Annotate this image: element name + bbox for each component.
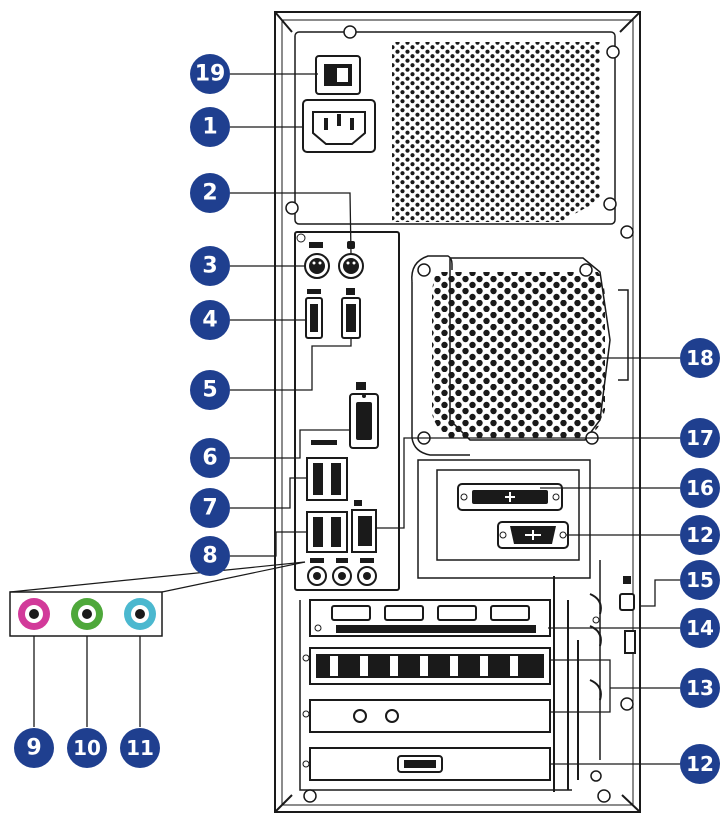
callout-14: 14 bbox=[680, 608, 720, 648]
callout-3: 3 bbox=[190, 246, 230, 286]
leader-lines bbox=[33, 73, 680, 765]
callout-9: 9 bbox=[14, 728, 54, 768]
io-shield bbox=[294, 231, 400, 591]
callout-11: 11 bbox=[120, 728, 160, 768]
psu-area bbox=[285, 25, 620, 225]
callout-6: 6 bbox=[190, 438, 230, 478]
dvi-port-icon bbox=[457, 483, 563, 511]
callout-13: 13 bbox=[680, 668, 720, 708]
callout-label: 10 bbox=[73, 736, 101, 760]
callout-8: 8 bbox=[190, 536, 230, 576]
callout-label: 15 bbox=[686, 568, 714, 592]
callout-12-bottom: 12 bbox=[680, 744, 720, 784]
callout-label: 18 bbox=[686, 346, 714, 370]
callout-label: 14 bbox=[686, 616, 714, 640]
callout-17: 17 bbox=[680, 418, 720, 458]
chassis bbox=[274, 11, 641, 813]
callout-label: 8 bbox=[202, 544, 217, 569]
vga-port-icon bbox=[349, 382, 379, 449]
callout-1: 1 bbox=[190, 107, 230, 147]
callout-label: 12 bbox=[686, 523, 714, 547]
callout-label: 2 bbox=[202, 181, 217, 206]
callout-label: 13 bbox=[686, 676, 714, 700]
serial-port-icon bbox=[497, 521, 569, 549]
callout-15: 15 bbox=[680, 560, 720, 600]
kensington-lock-icon bbox=[619, 576, 636, 711]
fan-grille-icon bbox=[411, 225, 634, 456]
ps2-keyboard-port-icon bbox=[304, 242, 330, 279]
callout-16: 16 bbox=[680, 468, 720, 508]
callout-label: 5 bbox=[202, 378, 217, 403]
callout-label: 19 bbox=[195, 62, 226, 87]
callout-label: 17 bbox=[686, 426, 714, 450]
usb3-ports-icon bbox=[306, 440, 348, 501]
displayport-icon bbox=[341, 288, 361, 339]
callout-label: 16 bbox=[686, 476, 714, 500]
callout-label: 1 bbox=[202, 115, 217, 140]
power-switch-icon bbox=[315, 55, 361, 95]
audio-jacks-icon bbox=[307, 558, 377, 586]
callout-2: 2 bbox=[190, 173, 230, 213]
bottom-screws bbox=[303, 789, 611, 803]
callout-5: 5 bbox=[190, 370, 230, 410]
usb2-lan-ports-icon bbox=[306, 500, 377, 553]
ps2-mouse-port-icon bbox=[338, 241, 364, 279]
callout-4: 4 bbox=[190, 300, 230, 340]
callout-label: 4 bbox=[202, 308, 217, 333]
callout-label: 3 bbox=[202, 254, 217, 279]
callouts: 19 1 2 3 4 5 6 7 8 9 10 11 18 17 16 12 1… bbox=[14, 54, 720, 784]
callout-label: 6 bbox=[202, 446, 217, 471]
callout-10: 10 bbox=[67, 728, 107, 768]
callout-19: 19 bbox=[190, 54, 230, 94]
callout-label: 7 bbox=[202, 496, 217, 521]
callout-label: 12 bbox=[686, 752, 714, 776]
hdmi-port-icon bbox=[305, 289, 323, 339]
callout-label: 9 bbox=[26, 736, 41, 761]
audio-jacks-detail bbox=[9, 561, 306, 637]
expansion-slot-icon bbox=[299, 576, 602, 792]
callout-12-top: 12 bbox=[680, 515, 720, 555]
addon-card-bay bbox=[417, 459, 591, 579]
ac-power-connector-icon bbox=[302, 99, 376, 153]
callout-18: 18 bbox=[680, 338, 720, 378]
callout-7: 7 bbox=[190, 488, 230, 528]
callout-label: 11 bbox=[126, 736, 154, 760]
